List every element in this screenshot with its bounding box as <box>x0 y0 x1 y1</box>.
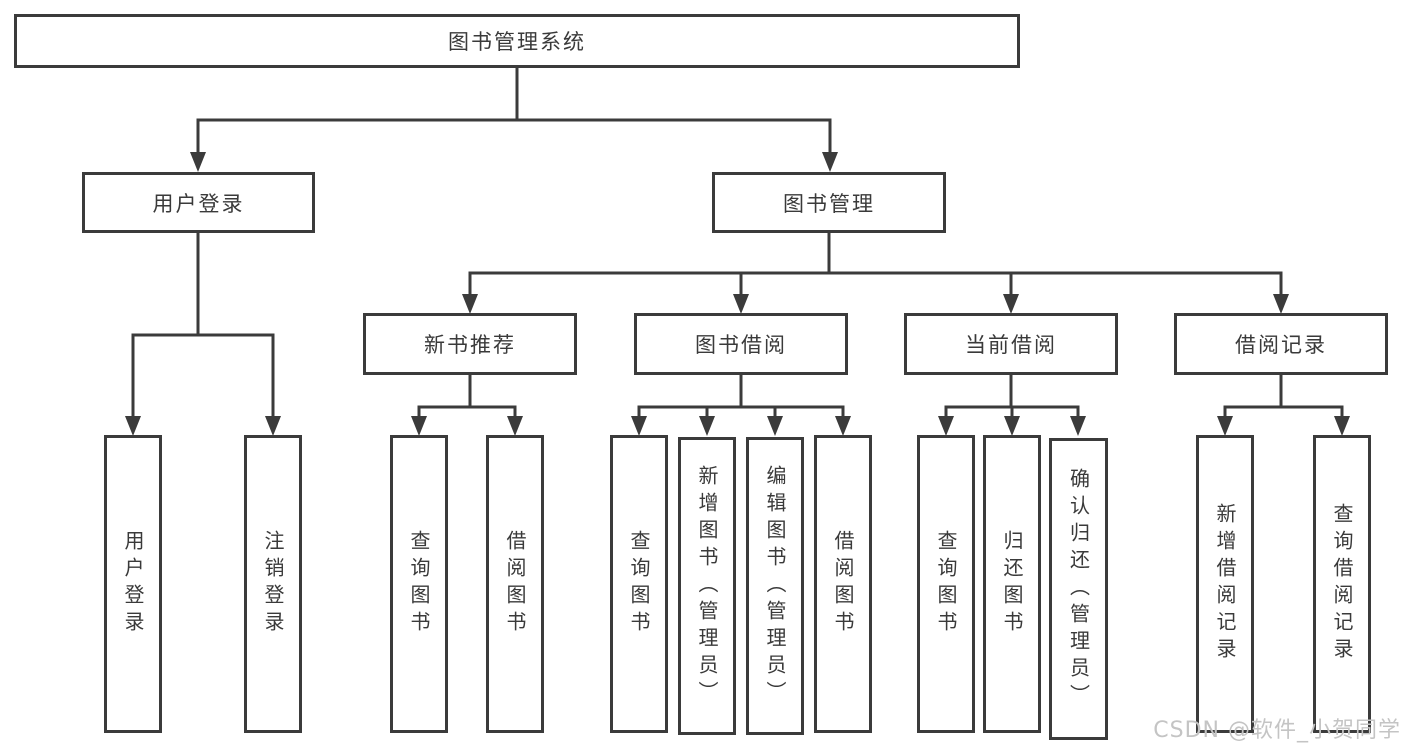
leaf-borrow-add-book-admin: 新增图书（管理员） <box>678 437 736 735</box>
node-library-management-system: 图书管理系统 <box>14 14 1020 68</box>
node-new-book-recommend: 新书推荐 <box>363 313 577 375</box>
leaf-current-return-book: 归还图书 <box>983 435 1041 733</box>
leaf-record-add-borrow-record: 新增借阅记录 <box>1196 435 1254 733</box>
leaf-recommend-borrow-book: 借阅图书 <box>486 435 544 733</box>
csdn-watermark: CSDN @软件_小贺同学 <box>1153 718 1401 743</box>
leaf-borrow-edit-book-admin: 编辑图书（管理员） <box>746 437 804 735</box>
leaf-record-query-borrow-record: 查询借阅记录 <box>1313 435 1371 733</box>
leaf-borrow-query-book: 查询图书 <box>610 435 668 733</box>
leaf-recommend-query-book: 查询图书 <box>390 435 448 733</box>
node-book-management: 图书管理 <box>712 172 946 233</box>
leaf-borrow-borrow-book: 借阅图书 <box>814 435 872 733</box>
node-user-login: 用户登录 <box>82 172 315 233</box>
node-book-borrow: 图书借阅 <box>634 313 848 375</box>
leaf-current-query-book: 查询图书 <box>917 435 975 733</box>
leaf-user-login: 用户登录 <box>104 435 162 733</box>
node-current-borrow: 当前借阅 <box>904 313 1118 375</box>
leaf-current-confirm-return-admin: 确认归还（管理员） <box>1049 438 1108 740</box>
node-borrow-record: 借阅记录 <box>1174 313 1388 375</box>
leaf-logout: 注销登录 <box>244 435 302 733</box>
